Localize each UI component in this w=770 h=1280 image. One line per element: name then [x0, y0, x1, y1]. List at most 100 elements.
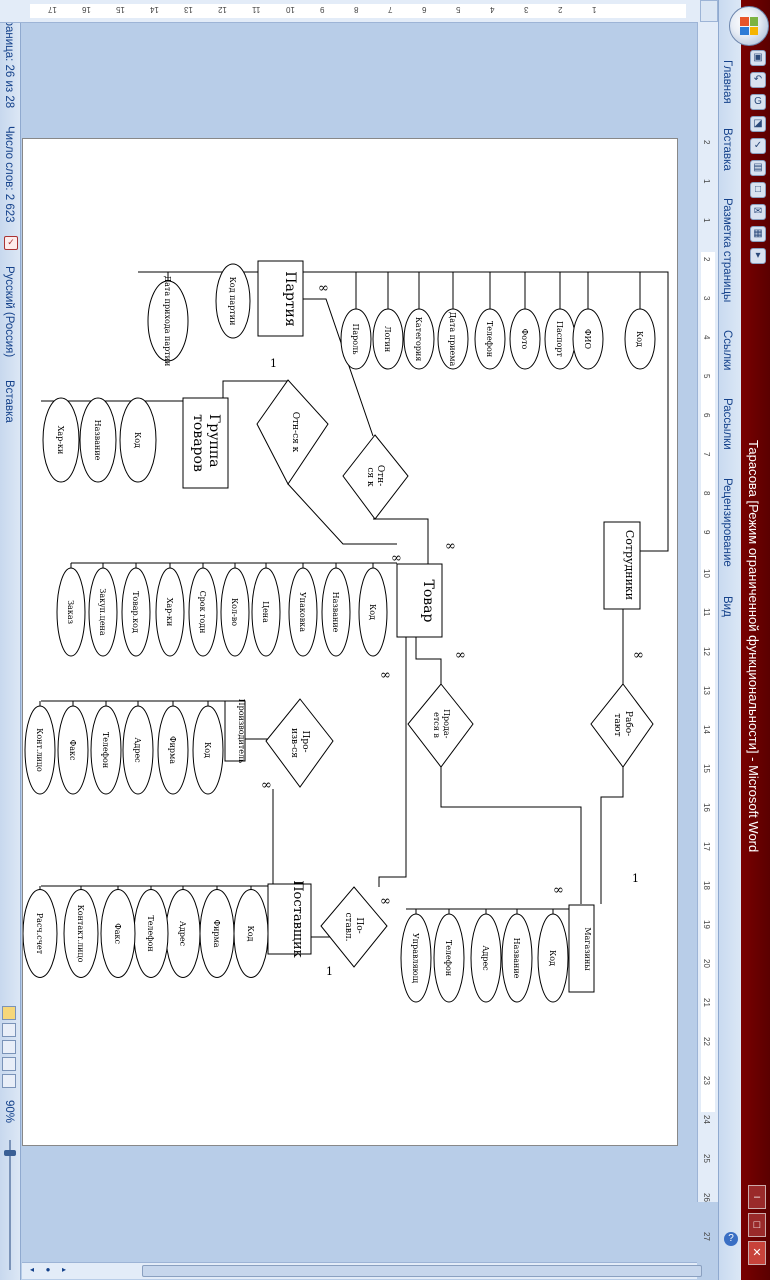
entity-proizvoditel[interactable]: [224, 700, 246, 762]
proofing-icon[interactable]: ✓: [4, 236, 18, 250]
zoom-level[interactable]: 90%: [3, 1100, 15, 1124]
attribute-tovar-6[interactable]: [155, 567, 185, 657]
attribute-proizvoditel-5[interactable]: [24, 705, 56, 795]
entity-gruppa[interactable]: [182, 397, 229, 489]
select-browse-object-icon[interactable]: ●: [45, 1265, 51, 1274]
attribute-postavshik-6[interactable]: [23, 889, 58, 978]
attribute-label: Пароль: [351, 323, 360, 355]
attribute-sotrudniki-4[interactable]: [474, 308, 506, 370]
tab-home[interactable]: Главная: [721, 60, 733, 104]
entity-postavshik[interactable]: [267, 883, 312, 955]
attribute-tovar-0[interactable]: [358, 567, 388, 657]
attribute-magaziny-3[interactable]: [433, 913, 465, 1003]
spelling-icon[interactable]: ✓: [750, 138, 766, 154]
office-button[interactable]: [729, 6, 769, 46]
zoom-slider-thumb[interactable]: [4, 1150, 16, 1156]
save-icon[interactable]: ▣: [750, 50, 766, 66]
help-icon[interactable]: ?: [724, 1232, 738, 1246]
print-preview-icon[interactable]: ◪: [750, 116, 766, 132]
entity-tovar[interactable]: [396, 563, 443, 638]
email-icon[interactable]: ✉: [750, 204, 766, 220]
redo-icon[interactable]: G: [750, 94, 766, 110]
attribute-gruppa-1[interactable]: [79, 397, 117, 483]
attribute-proizvoditel-1[interactable]: [157, 705, 189, 795]
maximize-button[interactable]: □: [748, 1213, 766, 1237]
attribute-sotrudniki-8[interactable]: [624, 308, 656, 370]
zoom-slider[interactable]: [9, 1140, 11, 1270]
tab-view[interactable]: Вид: [721, 596, 733, 617]
relation-proizv[interactable]: [265, 698, 334, 788]
attribute-tovar-8[interactable]: [88, 567, 118, 657]
relation-proda[interactable]: [407, 683, 474, 768]
table-icon[interactable]: ▦: [750, 226, 766, 242]
tab-review[interactable]: Рецензирование: [721, 478, 733, 567]
scrollbar-thumb[interactable]: [142, 1265, 702, 1277]
tab-references[interactable]: Ссылки: [721, 330, 733, 371]
insert-mode[interactable]: Вставка: [3, 380, 15, 423]
attribute-tovar-2[interactable]: [288, 567, 318, 657]
relation-rabo[interactable]: [590, 683, 654, 768]
page-count[interactable]: Страница: 26 из 28: [3, 6, 15, 109]
attribute-gruppa-0[interactable]: [119, 397, 157, 483]
attribute-label: Адрес: [133, 737, 142, 763]
open-icon[interactable]: ▤: [750, 160, 766, 176]
attribute-tovar-3[interactable]: [251, 567, 281, 657]
new-icon[interactable]: □: [750, 182, 766, 198]
attribute-tovar-4[interactable]: [220, 567, 250, 657]
draft-view-button[interactable]: [2, 1074, 16, 1088]
word-count[interactable]: Число слов: 2 623: [3, 126, 15, 223]
horizontal-scrollbar[interactable]: [22, 1262, 702, 1279]
relation-post[interactable]: [320, 886, 388, 968]
tab-page-layout[interactable]: Разметка страницы: [721, 198, 733, 303]
attribute-postavshik-5[interactable]: [63, 889, 99, 978]
full-screen-view-button[interactable]: [2, 1023, 16, 1037]
customize-qat-icon[interactable]: ▾: [750, 248, 766, 264]
attribute-proizvoditel-3[interactable]: [90, 705, 122, 795]
entity-magaziny[interactable]: [568, 904, 595, 993]
undo-icon[interactable]: ↶: [750, 72, 766, 88]
relation-otn1[interactable]: [256, 379, 329, 485]
entity-sotrudniki[interactable]: [603, 521, 641, 610]
next-page-icon[interactable]: ▸: [61, 1265, 66, 1274]
attribute-magaziny-2[interactable]: [470, 913, 502, 1003]
entity-partiya[interactable]: [257, 260, 304, 337]
relation-otn2[interactable]: [342, 434, 409, 520]
tab-mailings[interactable]: Рассылки: [721, 398, 733, 450]
close-button[interactable]: ✕: [748, 1241, 766, 1265]
attribute-magaziny-4[interactable]: [400, 913, 432, 1003]
attribute-proizvoditel-2[interactable]: [122, 705, 154, 795]
attribute-tovar-1[interactable]: [321, 567, 351, 657]
attribute-magaziny-1[interactable]: [501, 913, 533, 1003]
attribute-partiya-0[interactable]: [215, 263, 251, 339]
attribute-tovar-9[interactable]: [56, 567, 86, 657]
attribute-sotrudniki-1[interactable]: [372, 308, 404, 370]
attribute-tovar-5[interactable]: [188, 567, 218, 657]
previous-page-icon[interactable]: ◂: [29, 1265, 34, 1274]
language-indicator[interactable]: Русский (Россия): [3, 266, 15, 358]
attribute-proizvoditel-0[interactable]: [192, 705, 224, 795]
attribute-sotrudniki-0[interactable]: [340, 308, 372, 370]
attribute-postavshik-4[interactable]: [100, 889, 136, 978]
attribute-proizvoditel-4[interactable]: [57, 705, 89, 795]
attribute-label: Товар.код: [131, 591, 140, 633]
attribute-sotrudniki-3[interactable]: [437, 308, 469, 370]
attribute-tovar-7[interactable]: [121, 567, 151, 657]
ruler-tick-label: 26: [702, 1193, 711, 1202]
outline-view-button[interactable]: [2, 1057, 16, 1071]
attribute-sotrudniki-5[interactable]: [509, 308, 541, 370]
tab-insert[interactable]: Вставка: [721, 128, 733, 171]
quick-access-toolbar: ▣ ↶ G ◪ ✓ ▤ □ ✉ ▦ ▾: [748, 50, 768, 320]
attribute-magaziny-0[interactable]: [537, 913, 569, 1003]
attribute-gruppa-2[interactable]: [42, 397, 80, 483]
attribute-sotrudniki-7[interactable]: [572, 308, 604, 370]
view-ruler-button[interactable]: [700, 0, 718, 22]
web-layout-view-button[interactable]: [2, 1040, 16, 1054]
attribute-sotrudniki-2[interactable]: [403, 308, 435, 370]
print-layout-view-button[interactable]: [2, 1006, 16, 1020]
minimize-button[interactable]: –: [748, 1185, 766, 1209]
gruppa-label-line1: Группа: [206, 414, 222, 467]
attribute-partiya-1[interactable]: [147, 280, 189, 362]
